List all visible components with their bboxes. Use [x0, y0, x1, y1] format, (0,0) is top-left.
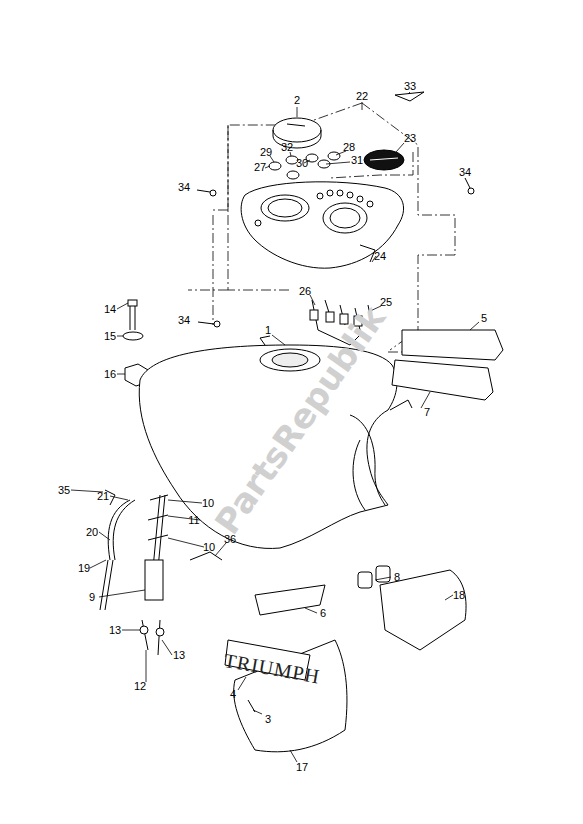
callout-number: 32	[281, 142, 293, 153]
callout-number: 30	[296, 158, 308, 169]
callout-number: 16	[104, 369, 116, 380]
callout-number: 22	[356, 91, 368, 102]
callout-number: 34	[178, 315, 190, 326]
callout-number: 18	[453, 590, 465, 601]
callout-number: 6	[320, 608, 326, 619]
callout-number: 2	[294, 95, 300, 106]
callout-number: 27	[254, 162, 266, 173]
callout-number: 33	[404, 81, 416, 92]
callout-number: 21	[97, 491, 109, 502]
callout-number: 13	[109, 625, 121, 636]
callout-number: 17	[296, 762, 308, 773]
callout-number: 19	[78, 563, 90, 574]
callout-number: 14	[104, 304, 116, 315]
callout-number: 13	[173, 650, 185, 661]
callout-number: 35	[58, 485, 70, 496]
callout-number: 31	[351, 155, 363, 166]
callout-number: 7	[424, 407, 430, 418]
callout-number: 28	[343, 142, 355, 153]
callout-number: 23	[404, 133, 416, 144]
callout-number: 15	[104, 331, 116, 342]
callout-number: 5	[481, 313, 487, 324]
callout-number: 9	[89, 592, 95, 603]
callout-number: 24	[374, 251, 386, 262]
callout-number: 12	[134, 681, 146, 692]
callout-number: 4	[230, 689, 236, 700]
callout-number: 26	[299, 286, 311, 297]
callout-number: 8	[394, 572, 400, 583]
callout-number: 1	[265, 325, 271, 336]
callout-number: 34	[459, 167, 471, 178]
callout-number: 34	[178, 182, 190, 193]
callout-number: 29	[260, 147, 272, 158]
callout-number: 10	[202, 498, 214, 509]
callout-number: 25	[380, 297, 392, 308]
callout-number: 11	[188, 515, 199, 526]
callout-number: 10	[203, 542, 215, 553]
callout-number: 20	[86, 527, 98, 538]
callout-number: 3	[265, 714, 271, 725]
